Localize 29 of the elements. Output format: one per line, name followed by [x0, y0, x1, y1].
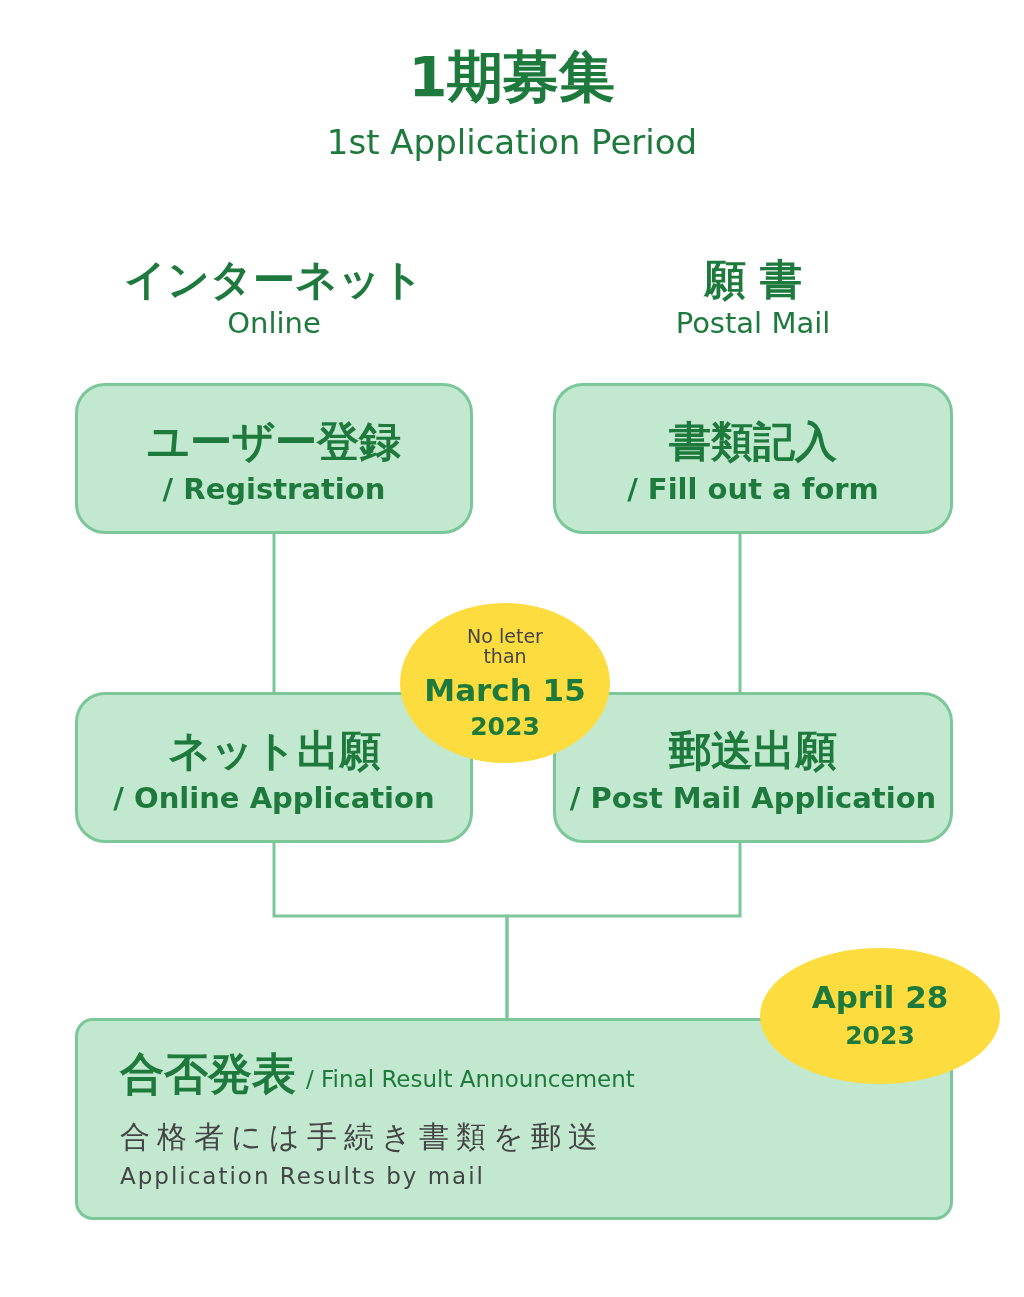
badge-year: 2023 [845, 1020, 915, 1050]
body-text: 合格者には手続き書類を郵送 [120, 1118, 605, 1156]
column-subheading: Postal Mail [675, 306, 831, 340]
subtitle: 1st Application Period [326, 122, 698, 162]
result-box [75, 1018, 953, 1220]
column-subheading: Online [227, 306, 321, 340]
heading: 郵送出願 [669, 726, 837, 775]
subheading: / Online Application [113, 781, 435, 815]
heading: ユーザー登録 [147, 417, 401, 466]
subheading: / Fill out a form [627, 472, 879, 506]
connector-line [738, 534, 742, 692]
column-heading: 願 書 [703, 255, 803, 304]
badge-date: March 15 [424, 671, 586, 708]
connector-line [505, 843, 742, 1018]
badge-note: No leter than [466, 625, 544, 666]
subheading: / Final Result Announcement [306, 1066, 635, 1092]
subheading: / Post Mail Application [569, 781, 937, 815]
title: 1期募集 [407, 43, 617, 111]
process-box [75, 383, 473, 534]
heading: 合否発表 [120, 1047, 296, 1101]
connector-line [272, 534, 276, 692]
heading: 書類記入 [669, 417, 837, 466]
heading: ネット出願 [167, 726, 381, 775]
column-heading: インターネット [124, 255, 424, 304]
process-box [553, 383, 953, 534]
badge-year: 2023 [470, 711, 540, 741]
body-text: Application Results by mail [120, 1163, 485, 1189]
badge-date: April 28 [811, 978, 949, 1015]
subheading: / Registration [162, 472, 386, 506]
